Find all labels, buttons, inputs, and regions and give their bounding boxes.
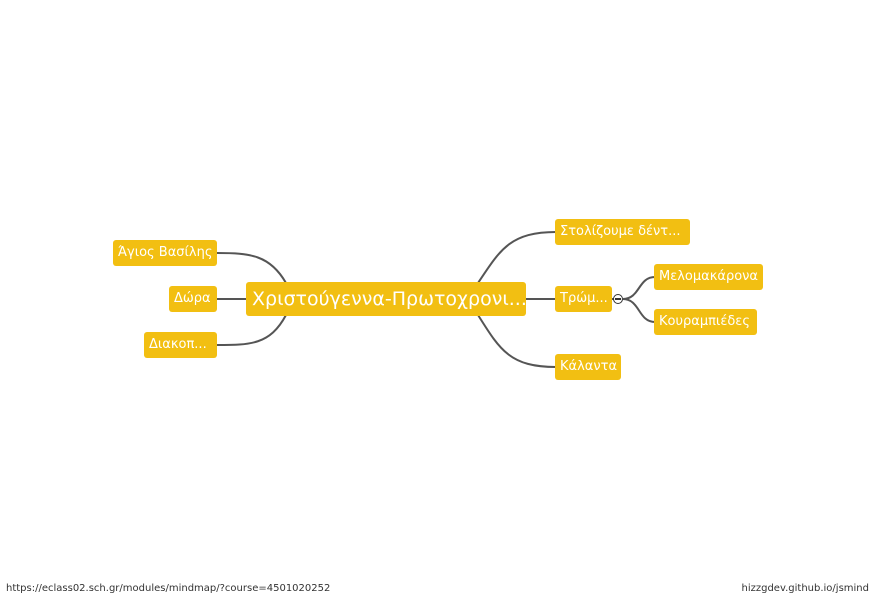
node-melomakarona[interactable]: Μελομακάρονα: [654, 264, 763, 290]
footer-credit: hizzgdev.github.io/jsmind: [741, 583, 870, 594]
connector-right-3: [477, 314, 557, 368]
node-stolizoume-dentro[interactable]: Στολίζουμε δέντ...: [555, 219, 690, 245]
collapse-toggle-icon[interactable]: [613, 294, 623, 304]
connector-left-1: [216, 252, 287, 284]
connector-left-3: [216, 314, 287, 346]
connector-sub-2: [622, 276, 656, 300]
node-agios-vasilis[interactable]: Άγιος Βασίλης: [113, 240, 217, 266]
node-dora[interactable]: Δώρα: [169, 286, 217, 312]
node-diakopes[interactable]: Διακοπ...: [144, 332, 217, 358]
node-tromfme[interactable]: Τρώμ...: [555, 286, 612, 312]
node-kalanta[interactable]: Κάλαντα: [555, 354, 621, 380]
connector-right-1: [477, 231, 557, 284]
connector-sub-3: [622, 298, 656, 323]
footer-url: https://eclass02.sch.gr/modules/mindmap/…: [6, 583, 331, 594]
node-kourabiedes[interactable]: Κουραμπιέδες: [654, 309, 757, 335]
root-node[interactable]: Χριστούγεννα-Πρωτοχρονι...: [246, 282, 526, 316]
